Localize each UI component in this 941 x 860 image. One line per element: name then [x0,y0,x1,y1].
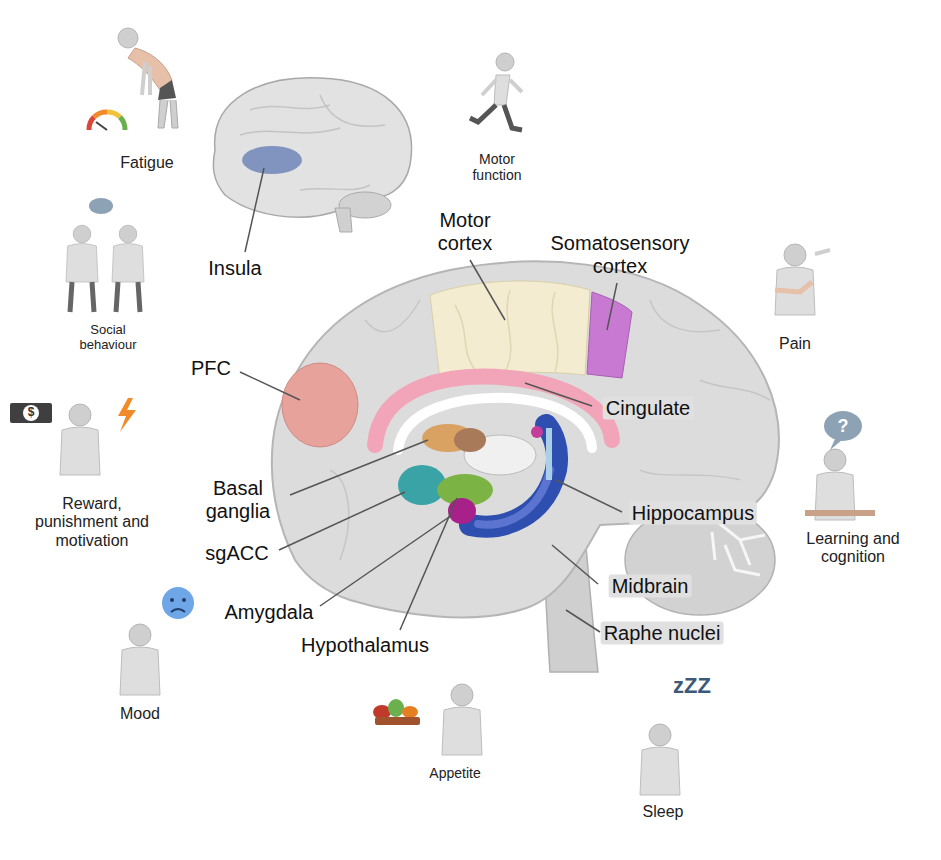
function-label: Learning and cognition [778,530,928,567]
fatigue-icon [89,28,178,130]
sagittal-brain [272,261,779,672]
appetite-icon [373,684,482,755]
function-label: Appetite [429,765,480,781]
function-label: Mood [120,705,160,723]
currency-symbol: $ [28,406,35,420]
cingulate-region [375,377,612,445]
question-mark: ? [838,416,849,437]
sleep-icon [640,724,680,795]
function-label: Pain [779,335,811,353]
hippocampus-region [470,425,557,527]
region-label: Basal ganglia [198,477,278,523]
running-icon [470,53,522,130]
region-label: Amygdala [225,601,314,624]
sleep-symbol: zZZ [673,673,711,698]
function-label: Reward, punishment and motivation [32,495,152,550]
region-label: Cingulate [603,397,694,420]
region-label: sgACC [205,542,268,565]
motor-cortex-region [430,281,590,380]
reward-icon [10,398,136,475]
region-label: PFC [191,357,231,380]
insula-patch [242,146,302,174]
function-label: Motor function [457,151,537,183]
learning-icon [805,411,875,520]
somatosensory-region [587,292,632,378]
pain-icon [775,244,830,315]
region-label: Motor cortex [420,209,510,255]
function-label: Social behaviour [68,323,148,353]
region-label: Hippocampus [629,502,757,525]
region-label: Somatosensory cortex [545,232,695,278]
region-label: Insula [208,257,261,280]
social-icon [66,198,144,312]
region-label: Hypothalamus [301,634,429,657]
region-label: Raphe nuclei [601,622,724,645]
region-label: Midbrain [609,575,692,598]
mood-icon [120,587,194,695]
lateral-brain [213,78,411,232]
pfc-region [282,363,358,447]
function-label: Fatigue [120,154,173,172]
function-label: Sleep [643,803,684,821]
